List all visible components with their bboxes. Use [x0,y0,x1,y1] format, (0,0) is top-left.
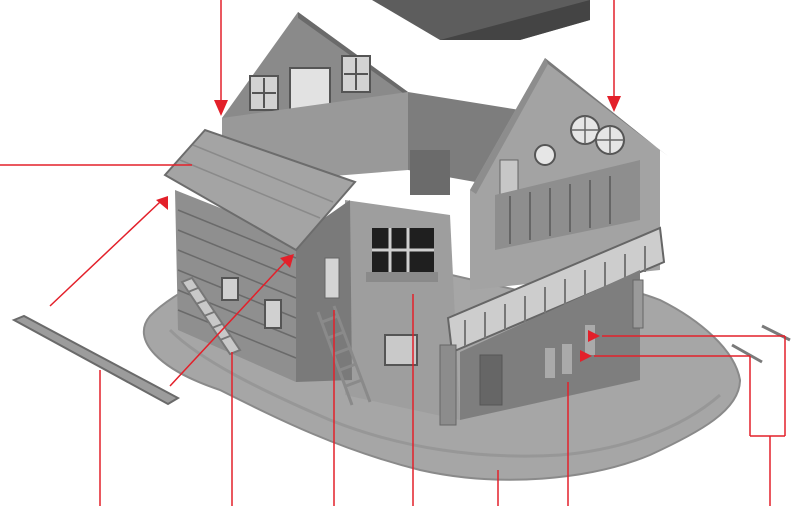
arrowhead-side-roof [156,196,168,210]
detached-roof-piece [372,0,590,40]
callout-side-roof [50,202,160,306]
